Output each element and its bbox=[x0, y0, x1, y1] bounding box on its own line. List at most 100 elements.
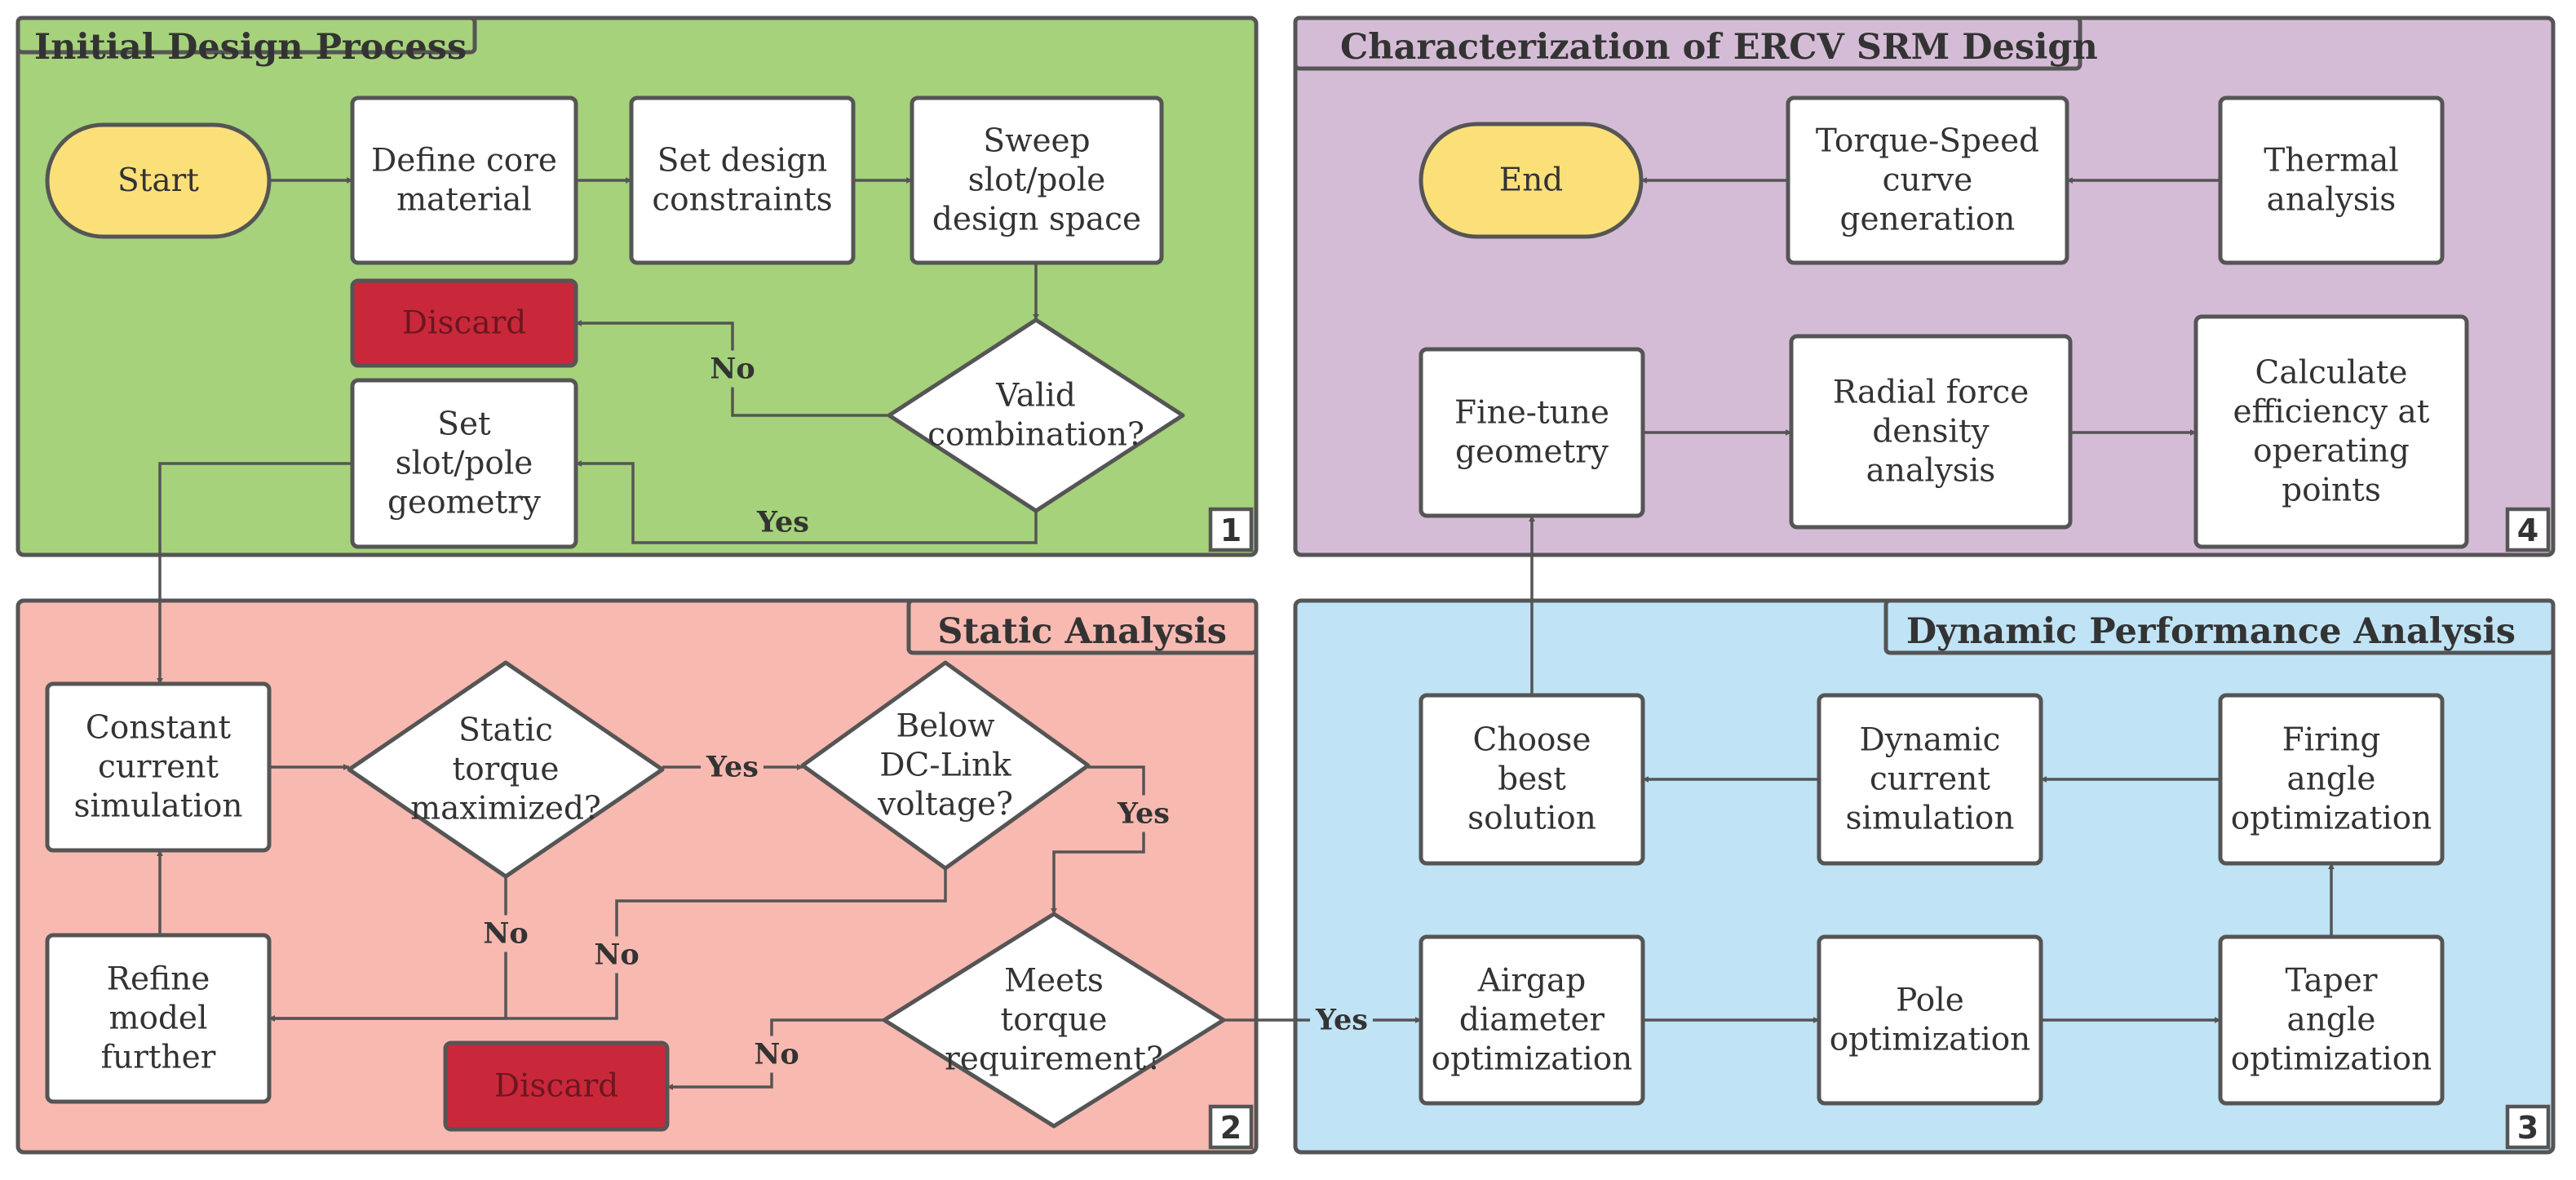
process-shape bbox=[350, 378, 578, 549]
process-shape bbox=[2218, 934, 2445, 1106]
node-discard2: Discard bbox=[443, 1040, 670, 1132]
node-label-line: diameter bbox=[1459, 1002, 1605, 1039]
panel-title-tab bbox=[906, 598, 1259, 655]
node-label-line: Calculate bbox=[2255, 355, 2407, 392]
node-label-line: constraints bbox=[652, 182, 832, 219]
edge-below-dc-to-meets-torque bbox=[1051, 765, 1145, 915]
node-label-line: further bbox=[101, 1040, 216, 1076]
node-label-line: Firing bbox=[2282, 722, 2381, 759]
node-label-line: Thermal bbox=[2264, 143, 2399, 180]
node-label-line: simulation bbox=[1845, 801, 2014, 837]
edge-below-dc-to-refine bbox=[268, 868, 947, 1022]
node-label-line: density bbox=[1872, 414, 1989, 450]
node-end: End bbox=[1419, 122, 1644, 239]
node-label-line: Meets bbox=[1004, 963, 1104, 1000]
process-shape bbox=[1419, 693, 1645, 866]
edge-label-yes: Yes bbox=[756, 506, 809, 539]
edge-label-backdrop bbox=[478, 915, 533, 952]
panel-number: 1 bbox=[1220, 512, 1242, 548]
decision-shape bbox=[800, 660, 1091, 871]
panel-number: 3 bbox=[2517, 1110, 2538, 1146]
node-label-line: Start bbox=[117, 162, 199, 199]
process-shape bbox=[1817, 934, 2043, 1106]
node-start: Start bbox=[45, 122, 272, 239]
node-label-line: points bbox=[2282, 472, 2381, 509]
node-label-line: DC-Link bbox=[879, 747, 1011, 784]
edge-label-backdrop bbox=[749, 1036, 804, 1073]
node-label-line: angle bbox=[2287, 1002, 2376, 1039]
node-label-line: design space bbox=[932, 202, 1141, 238]
node-label-line: slot/pole bbox=[968, 162, 1106, 199]
process-shape bbox=[2218, 95, 2445, 265]
edge-set-geometry-to-constant-current bbox=[157, 462, 352, 685]
panel-title: Static Analysis bbox=[937, 611, 1227, 652]
process-shape bbox=[1789, 334, 2073, 530]
edge-label-backdrop bbox=[751, 503, 814, 541]
edge-label-no: No bbox=[483, 917, 528, 951]
terminal-shape bbox=[45, 122, 272, 239]
node-label-line: model bbox=[109, 1000, 208, 1037]
node-label-line: best bbox=[1498, 761, 1566, 798]
process-shape bbox=[2193, 314, 2469, 549]
process-shape bbox=[1419, 347, 1645, 518]
node-label-line: optimization bbox=[1830, 1022, 2031, 1058]
process-shape bbox=[1817, 693, 2043, 866]
edge-label-backdrop bbox=[1310, 1001, 1373, 1039]
node-label-line: combination? bbox=[927, 417, 1144, 454]
node-label-line: Define core bbox=[371, 143, 557, 180]
node-label-line: simulation bbox=[73, 788, 242, 825]
edge-valid-to-set-geometry bbox=[575, 460, 1038, 544]
panel-title-tab bbox=[1293, 16, 2082, 71]
panel-title: Dynamic Performance Analysis bbox=[1906, 611, 2516, 652]
node-label-line: slot/pole bbox=[396, 446, 533, 482]
node-label-line: analysis bbox=[1866, 453, 1996, 490]
node-label-line: curve bbox=[1883, 162, 1973, 199]
process-shape bbox=[2218, 693, 2445, 866]
edge-label-backdrop bbox=[1112, 795, 1175, 832]
node-label-line: Valid bbox=[995, 378, 1076, 415]
process-shape bbox=[45, 933, 272, 1104]
node-label-line: Dynamic bbox=[1860, 722, 2001, 759]
node-discard1: Discard bbox=[350, 278, 578, 368]
process-shape bbox=[443, 1040, 670, 1132]
node-label-line: geometry bbox=[1455, 434, 1609, 471]
panel-title: Initial Design Process bbox=[34, 27, 467, 68]
node-label-line: operating bbox=[2253, 433, 2410, 470]
edge-label-backdrop bbox=[705, 350, 760, 388]
process-shape bbox=[629, 95, 856, 265]
node-label-line: Choose bbox=[1472, 722, 1591, 759]
node-label-line: torque bbox=[1001, 1002, 1108, 1039]
panel-number: 4 bbox=[2517, 512, 2538, 548]
node-label-line: Below bbox=[896, 708, 994, 745]
node-label-line: End bbox=[1499, 162, 1564, 199]
process-shape bbox=[910, 95, 1164, 265]
node-label-line: solution bbox=[1467, 801, 1596, 837]
node-label-line: analysis bbox=[2267, 182, 2397, 219]
node-label-line: Radial force bbox=[1833, 375, 2029, 411]
panel-title-tab bbox=[1883, 598, 2556, 655]
node-label-line: optimization bbox=[1432, 1041, 1633, 1078]
node-label-line: efficiency at bbox=[2233, 394, 2430, 431]
panel-number-box bbox=[2505, 1104, 2551, 1150]
edge-label-no: No bbox=[710, 353, 755, 386]
decision-shape bbox=[882, 912, 1226, 1129]
node-label-line: Airgap bbox=[1477, 963, 1586, 1000]
node-label-line: optimization bbox=[2231, 1041, 2432, 1078]
node-label-line: Sweep bbox=[983, 123, 1090, 160]
panel-title: Characterization of ERCV SRM Design bbox=[1340, 27, 2098, 68]
edge-label-yes: Yes bbox=[1117, 797, 1170, 831]
node-label-line: Pole bbox=[1896, 983, 1964, 1019]
